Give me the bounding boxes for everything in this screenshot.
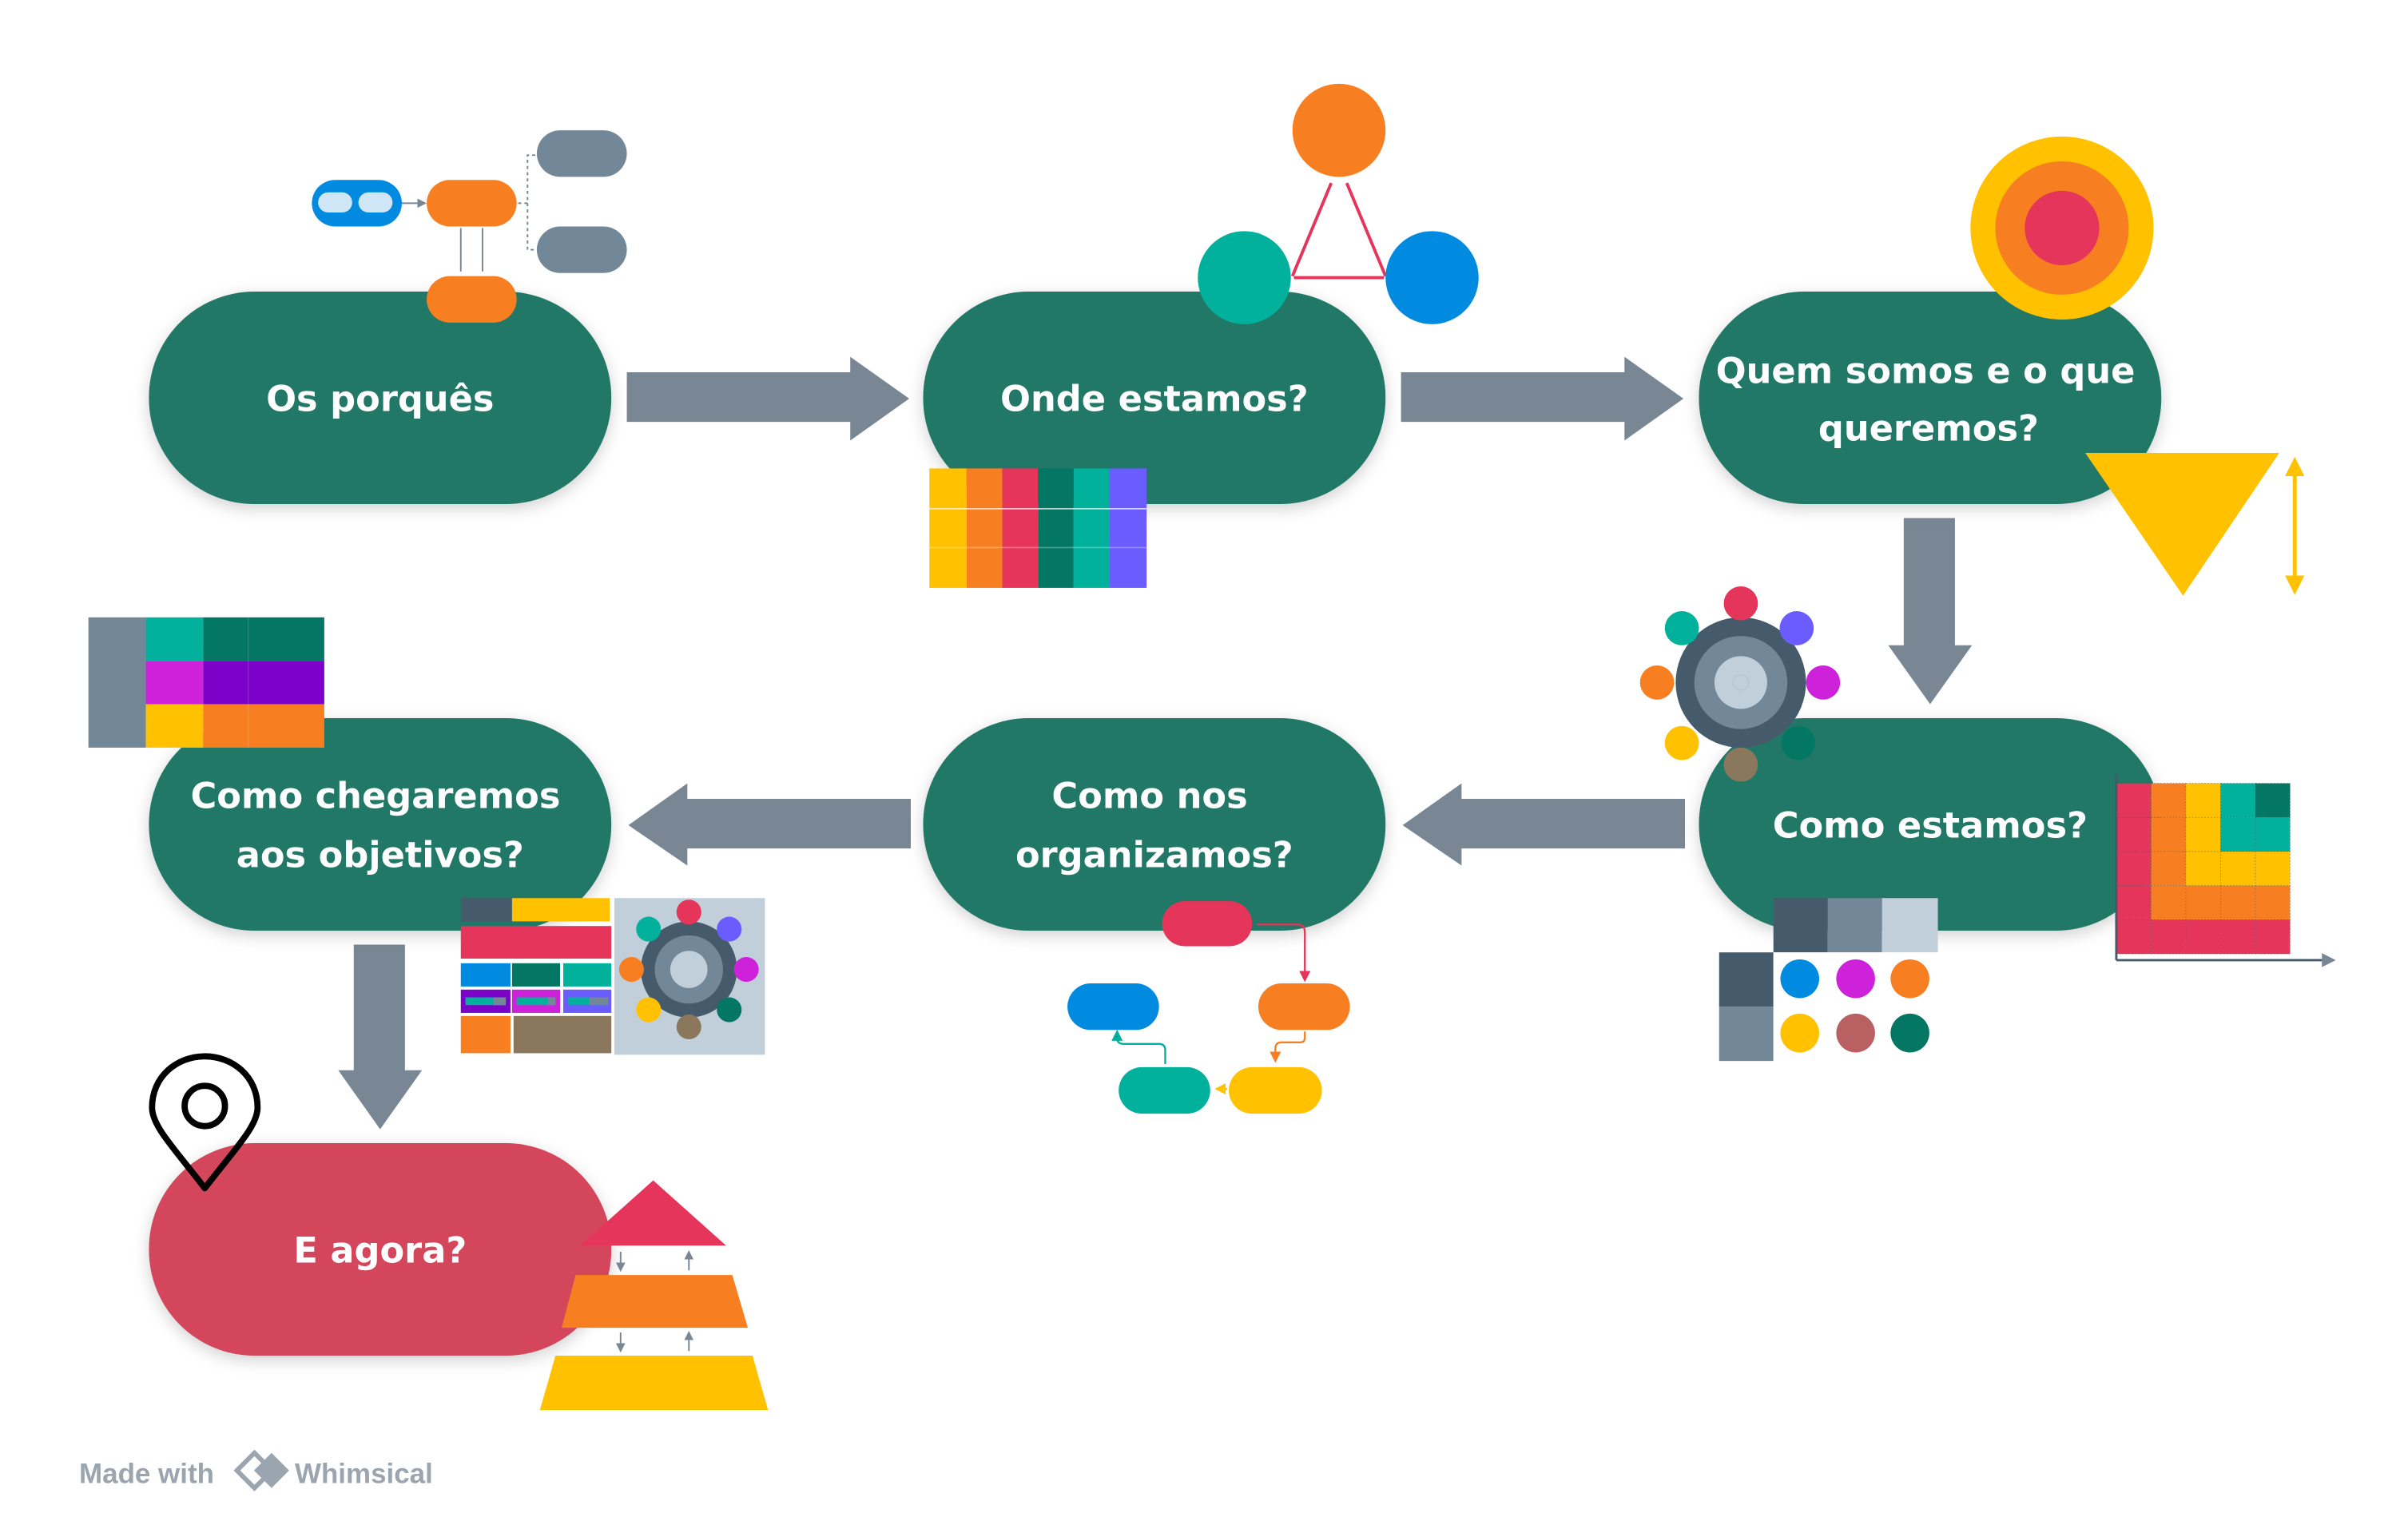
step-label-e-agora: E agora?	[293, 1230, 467, 1272]
step-label-os-porques: Os porquês	[266, 379, 494, 420]
heatmap-cell	[2220, 919, 2256, 955]
step-label-quem-somos-line1: Quem somos e o que	[1716, 351, 2136, 392]
step-onde-estamos[interactable]	[923, 292, 1386, 505]
heatmap-cell	[2220, 783, 2256, 818]
step-os-porques[interactable]	[149, 292, 612, 505]
triangle-network-icon	[1198, 83, 1479, 324]
inverted-triangle-icon	[2085, 452, 2305, 596]
heatmap-cell	[2220, 885, 2256, 920]
flowchart-icon	[312, 130, 627, 323]
heatmap-cell	[2220, 816, 2256, 852]
step-label-como-estamos: Como estamos?	[1773, 805, 2088, 847]
flow-arrow-2	[1401, 356, 1684, 441]
heatmap-cell	[2185, 919, 2221, 955]
step-label-como-nos-line2: organizamos?	[1015, 834, 1293, 876]
heatmap-cell	[2255, 885, 2291, 920]
footer-brand: Whimsical	[295, 1458, 433, 1489]
heatmap-cell	[2255, 816, 2291, 852]
heatmap-cell	[2151, 851, 2187, 887]
hub-icon	[1639, 586, 1841, 782]
color-table-icon	[929, 468, 1147, 588]
heatmap-cell	[2185, 816, 2221, 852]
pyramid-icon	[539, 1180, 769, 1411]
step-label-quem-somos-line2: queremos?	[1818, 407, 2039, 449]
step-label-onde-estamos: Onde estamos?	[1000, 379, 1309, 420]
step-label-como-chegaremos-line1: Como chegaremos	[190, 776, 560, 817]
dashboard-layout-icon	[460, 898, 765, 1055]
step-como-estamos[interactable]	[1699, 718, 2162, 931]
footer-made-with: Made with	[79, 1458, 214, 1489]
step-quem-somos[interactable]	[1699, 292, 2162, 505]
flow-arrow-4	[1402, 783, 1686, 866]
heatmap-cell	[2151, 919, 2187, 955]
block-table-icon	[88, 617, 324, 748]
heatmap-cell	[2151, 885, 2187, 920]
flow-arrow-6	[338, 944, 423, 1130]
heatmap-cell	[2255, 919, 2291, 955]
heatmap-cell	[2255, 851, 2291, 887]
whimsical-badge[interactable]: Made with Whimsical	[79, 1449, 433, 1491]
flow-arrow-5	[628, 783, 911, 866]
color-swatch-grid-icon	[1719, 898, 1938, 1062]
heatmap-cell	[2185, 851, 2221, 887]
whimsical-logo-icon	[233, 1449, 289, 1491]
heatmap-cell	[2220, 851, 2256, 887]
cycle-flowchart-icon	[1067, 901, 1350, 1114]
heatmap-cell	[2116, 885, 2152, 920]
step-label-como-chegaremos-line2: aos objetivos?	[236, 834, 524, 876]
step-label-como-nos-line1: Como nos	[1051, 776, 1247, 817]
flow-arrow-3	[1888, 518, 1973, 705]
heatmap-grid-icon	[2115, 773, 2336, 967]
step-e-agora[interactable]	[149, 1143, 612, 1356]
heatmap-cell	[2185, 783, 2221, 818]
heatmap-cell	[2255, 783, 2291, 818]
heatmap-cell	[2185, 885, 2221, 920]
step-como-chegaremos[interactable]	[149, 718, 612, 931]
heatmap-cell	[2116, 851, 2152, 887]
heatmap-cell	[2116, 816, 2152, 852]
location-pin-icon	[149, 1053, 261, 1192]
heatmap-cell	[2151, 816, 2187, 852]
heatmap-cell	[2151, 783, 2187, 818]
target-icon	[1970, 136, 2154, 320]
flow-arrow-1	[626, 356, 910, 441]
step-como-nos-organizamos[interactable]	[923, 718, 1386, 931]
heatmap-cell	[2116, 919, 2152, 955]
heatmap-cell	[2116, 783, 2152, 818]
